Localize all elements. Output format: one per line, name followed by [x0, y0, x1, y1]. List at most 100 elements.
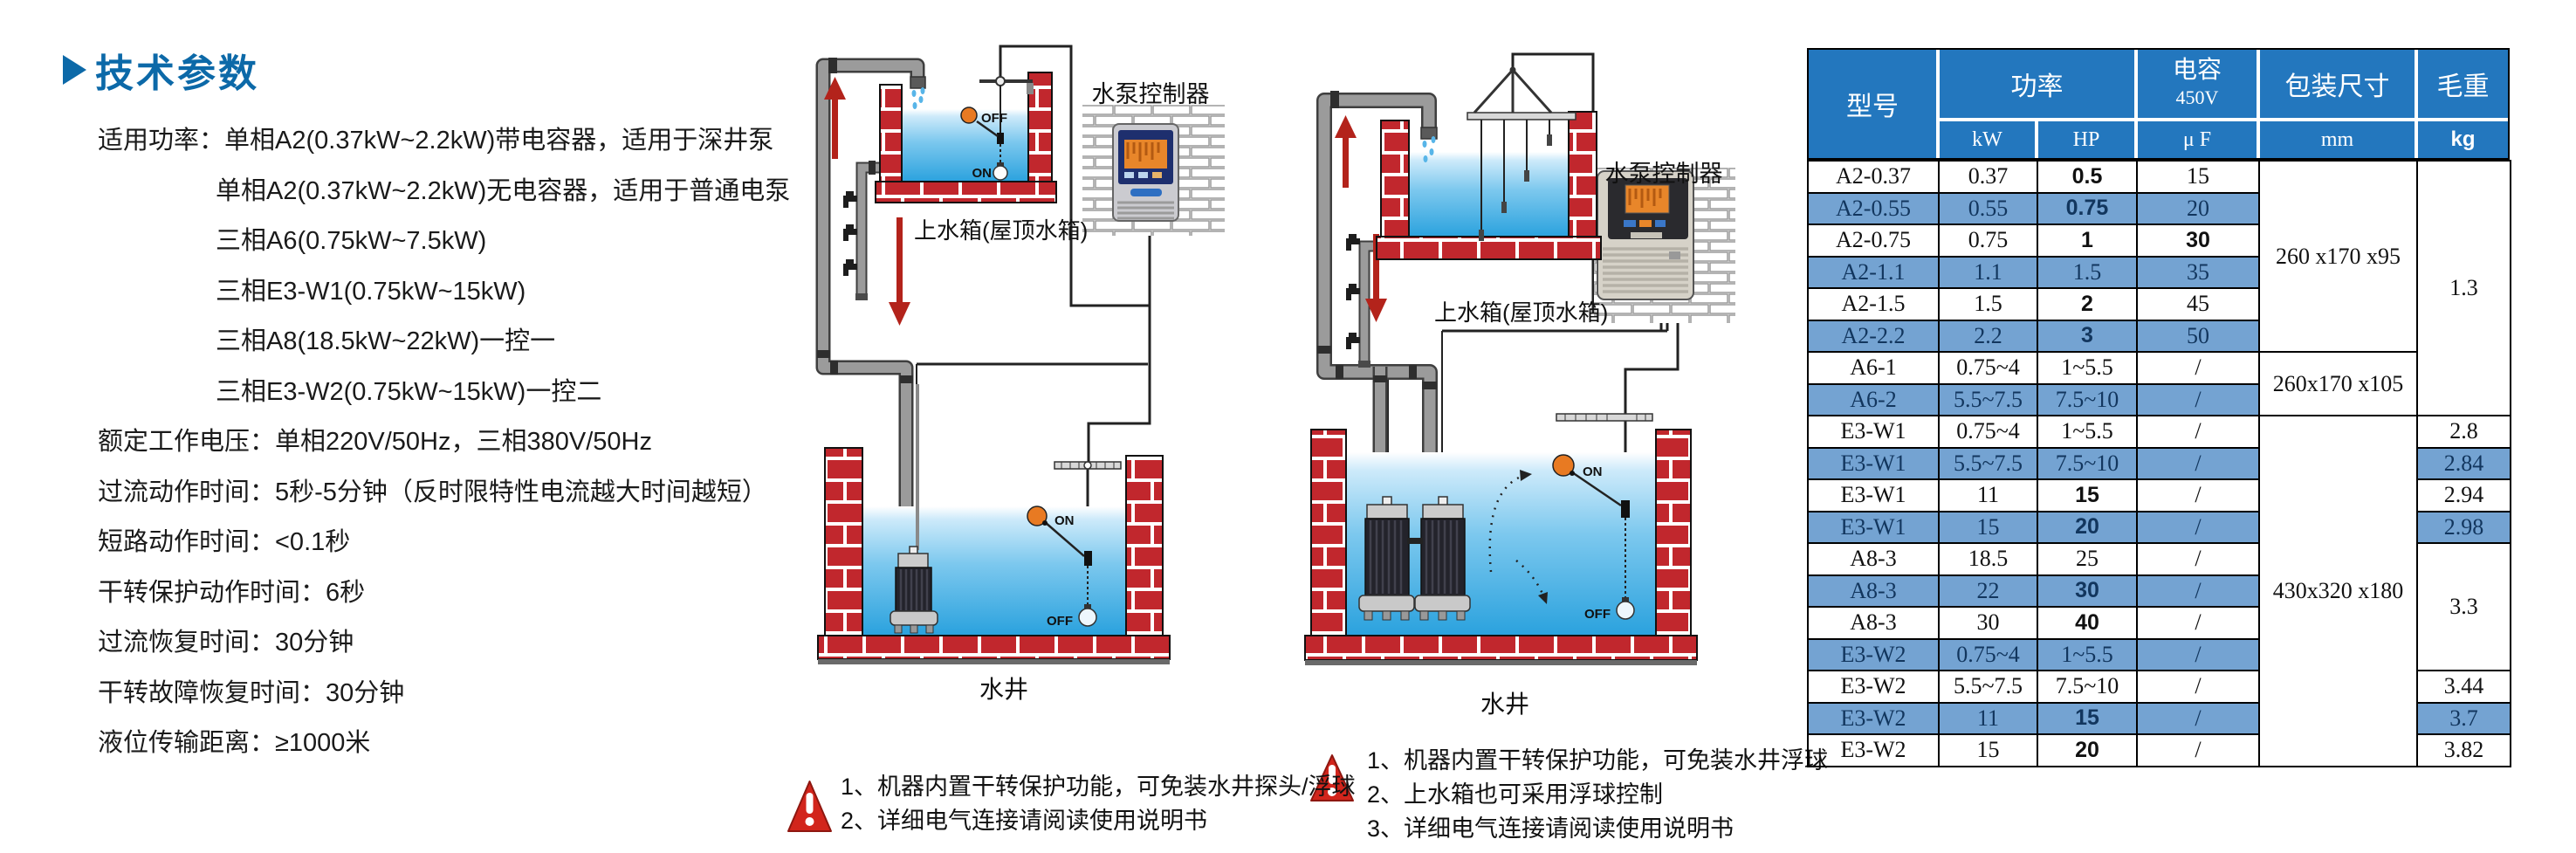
tank-label: 上水箱(屋顶水箱) — [1434, 299, 1608, 326]
diagram1-notes: 1、机器内置干转保护功能，可免装水井探头/浮球 2、详细电气连接请阅读使用说明书 — [841, 770, 1356, 838]
table-cell: A2-1.1 — [1807, 255, 1940, 289]
well-label: 水井 — [979, 676, 1028, 703]
table-cell: 15 — [2037, 701, 2138, 735]
table-cell: A2-0.75 — [1807, 224, 1940, 258]
table-cell: 2 — [2037, 287, 2138, 321]
float-off-ball — [960, 107, 978, 124]
tank-float-on-label: ON — [972, 166, 993, 181]
table-cell: / — [2136, 574, 2260, 608]
table-cell: 1~5.5 — [2037, 415, 2138, 449]
table-cell: A2-0.37 — [1807, 160, 1940, 194]
table-cell: 3.3 — [2416, 542, 2511, 671]
table-cell: 20 — [2037, 510, 2138, 544]
flow-down-arrow — [889, 217, 910, 326]
spec-line: 三相E3-W2(0.75kW~15kW)一控二 — [216, 377, 602, 406]
spec-line: 三相A8(18.5kW~22kW)一控一 — [216, 327, 556, 355]
table-cell: 11 — [1938, 478, 2038, 512]
taps — [843, 191, 857, 276]
note-line: 2、上水箱也可采用浮球控制 — [1367, 781, 1664, 808]
col-header-power: 功率 — [1940, 50, 2134, 118]
table-cell: 1.5 — [2037, 255, 2138, 289]
submersible-pump — [890, 384, 938, 634]
spec-line: 液位传输距离：≥1000米 — [98, 729, 371, 757]
table-header: 型号 功率 电容 450V 包装尺寸 毛重 kW HP μ F mm kg — [1807, 48, 2510, 160]
tank-water — [1409, 152, 1569, 237]
table-cell: 30 — [1938, 606, 2038, 640]
col-header-package: 包装尺寸 — [2260, 50, 2415, 118]
col-header-mm: mm — [2260, 121, 2415, 158]
controller-label: 水泵控制器 — [1605, 161, 1723, 187]
table-cell: 260 x170 x95 — [2258, 160, 2418, 353]
spec-line: 三相E3-W1(0.75kW~15kW) — [216, 277, 526, 306]
water-drops — [1422, 136, 1436, 162]
col-header-kw: kW — [1940, 121, 2035, 158]
note-line: 1、机器内置干转保护功能，可免装水井浮球 — [1367, 747, 1829, 774]
table-cell: 1.5 — [1938, 287, 2038, 321]
table-cell: / — [2136, 351, 2260, 385]
table-cell: / — [2136, 637, 2260, 671]
table-cell: 15 — [2037, 478, 2138, 512]
table-cell: 430x320 x180 — [2258, 415, 2418, 767]
col-header-weight: 毛重 — [2418, 50, 2508, 118]
flow-up-arrow — [1335, 115, 1357, 188]
well-float-on-label: ON — [1054, 513, 1075, 528]
table-cell: 2.2 — [1938, 319, 2038, 353]
spec-line: 过流恢复时间：30分钟 — [98, 629, 354, 657]
table-cell: 260x170 x105 — [2258, 351, 2418, 416]
table-cell: 7.5~10 — [2037, 446, 2138, 480]
table-cell: / — [2136, 701, 2260, 735]
spec-list: 适用功率：单相A2(0.37kW~2.2kW)带电容器，适用于深井泵单相A2(0… — [98, 116, 796, 769]
table-cell: / — [2136, 382, 2260, 416]
table-cell: 0.55 — [1938, 191, 2038, 225]
table-cell: / — [2136, 606, 2260, 640]
controller-unit — [1082, 105, 1225, 236]
table-cell: A8-3 — [1807, 542, 1940, 576]
controller-unit — [1594, 168, 1735, 323]
table-cell: 40 — [2037, 606, 2138, 640]
table-cell: 0.5 — [2037, 160, 2138, 194]
table-cell: A2-0.55 — [1807, 191, 1940, 225]
pipe-outlet-cap — [910, 76, 926, 89]
well-float-switch: ON OFF — [1027, 461, 1122, 629]
table-cell: 3 — [2037, 319, 2138, 353]
table-cell: 3.44 — [2416, 670, 2511, 704]
tank-label: 上水箱(屋顶水箱) — [914, 217, 1088, 244]
col-header-capacitor: 电容 450V — [2138, 50, 2257, 118]
table-cell: 7.5~10 — [2037, 382, 2138, 416]
table-cell: 3.82 — [2416, 733, 2511, 767]
note-line: 3、详细电气连接请阅读使用说明书 — [1367, 815, 1735, 842]
pipes — [815, 58, 926, 553]
table-cell: / — [2136, 542, 2260, 576]
table-cell: 22 — [1938, 574, 2038, 608]
table-cell: 0.75~4 — [1938, 415, 2038, 449]
spec-line: 三相A6(0.75kW~7.5kW) — [216, 227, 487, 255]
col-header-kg: kg — [2418, 121, 2508, 158]
table-cell: 2.98 — [2416, 510, 2511, 544]
table-cell: 20 — [2037, 733, 2138, 767]
tank-float-off-label: OFF — [981, 111, 1007, 126]
table-cell: 15 — [2136, 160, 2260, 194]
spec-line: 额定工作电压：单相220V/50Hz，三相380V/50Hz — [98, 428, 652, 456]
table-cell: 18.5 — [1938, 542, 2038, 576]
table-cell: 0.75~4 — [1938, 637, 2038, 671]
water-drops — [911, 87, 925, 109]
well-label: 水井 — [1480, 691, 1529, 718]
table-cell: 1.3 — [2416, 160, 2511, 416]
table-cell: E3-W1 — [1807, 478, 1940, 512]
table-cell: 0.75 — [1938, 224, 2038, 258]
capacitor-voltage: 450V — [2175, 86, 2219, 108]
tank-float-switch: OFF ON — [960, 76, 1034, 181]
well-float-on-label: ON — [1583, 464, 1603, 479]
